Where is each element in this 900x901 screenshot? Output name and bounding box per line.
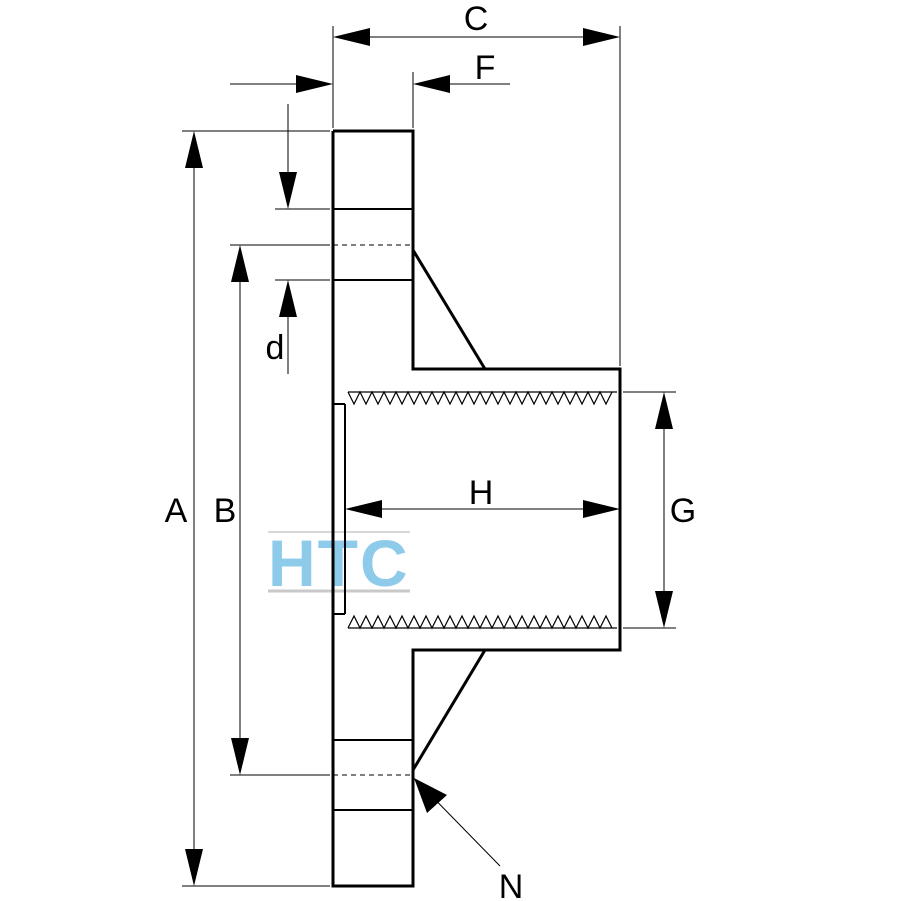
- thread-zigzag: [347, 614, 613, 630]
- label-d: d: [266, 329, 285, 367]
- bolt-hole-top: [333, 208, 413, 281]
- flange-body: [331, 129, 622, 888]
- hub-taper: [411, 249, 487, 771]
- label-a: A: [165, 492, 188, 530]
- label-n: N: [499, 868, 524, 901]
- label-c: C: [464, 0, 489, 38]
- watermark-text: HTC: [268, 526, 410, 600]
- thread-zigzag: [347, 390, 613, 406]
- thread-lines: [347, 390, 617, 630]
- extension-lines: [182, 26, 676, 887]
- htc-watermark: HTC: [268, 526, 410, 600]
- label-h: H: [469, 474, 494, 512]
- arrowheads: [185, 28, 673, 886]
- flange-outline: [331, 129, 622, 888]
- bolt-hole-bottom: [333, 739, 413, 811]
- label-g: G: [670, 492, 696, 530]
- label-f: F: [475, 49, 496, 87]
- label-b: B: [214, 492, 237, 530]
